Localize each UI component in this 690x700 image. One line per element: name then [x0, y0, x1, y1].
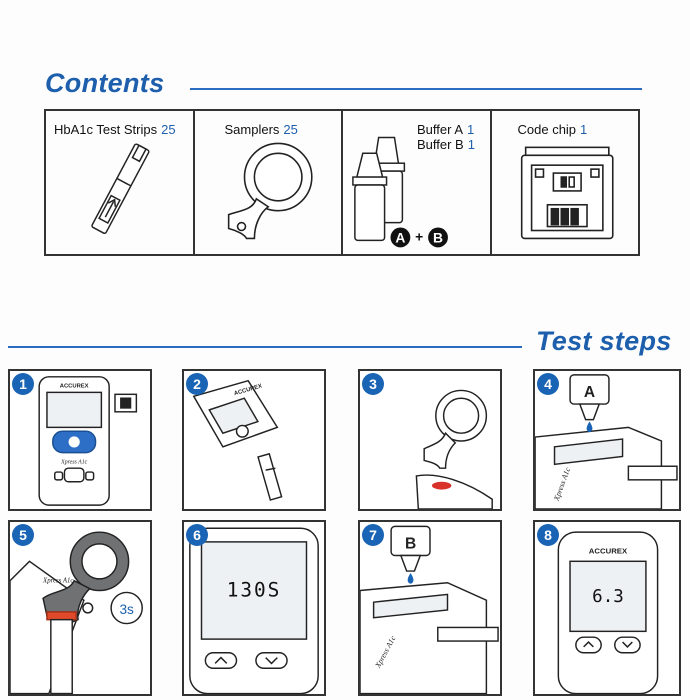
collect-blood-illustration — [415, 389, 493, 509]
buffer-b-qty: 1 — [467, 137, 475, 152]
insert-strip-illustration: ACCUREX — [192, 379, 283, 501]
step-3-badge: 3 — [362, 373, 384, 395]
step-5-badge: 5 — [12, 524, 34, 546]
step-2-badge: 2 — [186, 373, 208, 395]
buffer-vials-icon: A + B — [352, 136, 448, 248]
apply-sample-illustration: 3s Xpress A1c — [10, 531, 143, 694]
samplers-qty: 25 — [283, 122, 298, 137]
step-1-panel: 1 ACCUREX Xpress A1c — [8, 369, 152, 511]
countdown-display-illustration: 130S — [189, 527, 319, 694]
step-8-badge: 8 — [537, 524, 559, 546]
step-2-panel: 2 ACCUREX — [182, 369, 326, 511]
step-8-brand-text: ACCUREX — [589, 547, 628, 556]
step-5-model-text: Xpress A1c — [42, 578, 73, 585]
result-display-illustration: ACCUREX 6.3 — [557, 531, 659, 694]
test-strips-name: HbA1c Test Strips — [54, 122, 158, 137]
step-3-panel: 3 — [358, 369, 502, 511]
plus-sign: + — [415, 228, 423, 244]
contents-rule — [190, 88, 642, 90]
step-5-panel: 5 3s Xpress A1c — [8, 520, 152, 696]
step-6-panel: 6 130S — [182, 520, 326, 696]
step-4-buffer-letter: A — [584, 384, 595, 401]
test-strip-icon — [91, 143, 150, 235]
step-5-timer: 3s — [119, 602, 134, 617]
buffer-b-badge: B — [433, 229, 443, 245]
test-steps-rule — [8, 346, 522, 348]
test-steps-heading: Test steps — [536, 326, 672, 356]
step-7-buffer-letter: B — [405, 536, 416, 553]
code-chip-qty: 1 — [580, 122, 588, 137]
buffer-a-name: Buffer A — [417, 122, 464, 137]
sampler-icon — [227, 142, 313, 240]
step-8-display: 6.3 — [592, 587, 624, 607]
code-chip-name: Code chip — [517, 122, 577, 137]
add-buffer-a-illustration: A Xpress A1c — [535, 374, 678, 509]
contents-heading: Contents — [45, 68, 165, 98]
step-1-badge: 1 — [12, 373, 34, 395]
buffer-a-badge: A — [395, 229, 405, 245]
meter-insert-chip-illustration: ACCUREX Xpress A1c — [38, 376, 138, 506]
test-strips-qty: 25 — [161, 122, 176, 137]
step-7-badge: 7 — [362, 524, 384, 546]
step-8-panel: 8 ACCUREX 6.3 — [533, 520, 681, 696]
step-6-badge: 6 — [186, 524, 208, 546]
samplers-name: Samplers — [224, 122, 280, 137]
step-7-panel: 7 B Xpress A1c — [358, 520, 502, 696]
buffer-a-qty: 1 — [467, 122, 475, 137]
code-chip-icon — [520, 146, 614, 240]
step-4-badge: 4 — [537, 373, 559, 395]
step-1-brand-text: ACCUREX — [60, 384, 89, 390]
buffer-b-name: Buffer B — [417, 137, 464, 152]
step-6-display: 130S — [227, 578, 282, 601]
step-1-model-text: Xpress A1c — [60, 459, 87, 465]
add-buffer-b-illustration: B Xpress A1c — [360, 525, 499, 694]
step-4-panel: 4 A Xpress A1c — [533, 369, 681, 511]
